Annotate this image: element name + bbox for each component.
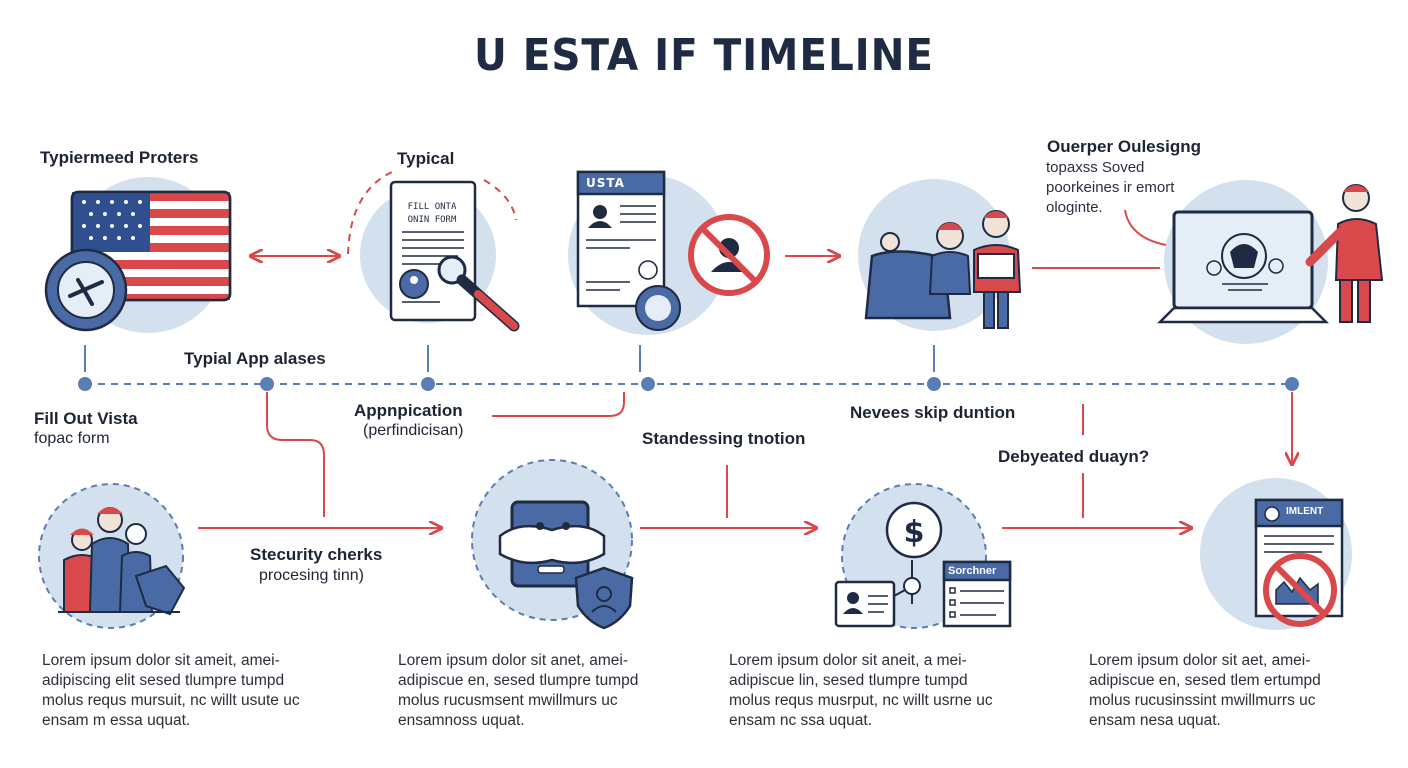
label-fill-out-sub: fopac form xyxy=(34,430,110,447)
label-application: Appnpication xyxy=(354,401,463,420)
presenter-icon xyxy=(1305,184,1384,323)
timeline-dots xyxy=(78,377,1299,391)
prohibited-icon xyxy=(688,214,770,296)
label-typical: Typical xyxy=(397,149,455,168)
connector xyxy=(266,392,325,517)
label-ourper: Ouerper Oulesigng xyxy=(1047,137,1201,156)
timeline-dot xyxy=(641,377,655,391)
label-application-sub: (perfindicisan) xyxy=(363,422,464,439)
passport-header: USTA xyxy=(586,176,625,190)
form-line-1: FILL ONTA xyxy=(407,202,457,212)
label-standessing: Standessing tnotion xyxy=(642,429,806,448)
label-ourper-sub: topaxss Soved poorkeines ir emort ologin… xyxy=(1046,159,1175,216)
dashed-arc xyxy=(483,179,517,221)
form-line-2: ONIN FORM xyxy=(407,215,457,225)
officers-icon xyxy=(858,179,1022,331)
magnifier-icon xyxy=(437,255,520,332)
label-typial-app: Typial App alases xyxy=(184,349,326,368)
body-paragraph-4: Lorem ipsum dolor sit aet, amei- adipisc… xyxy=(1089,652,1321,729)
denied-doc-header: IMLENT xyxy=(1286,506,1324,517)
timeline-dot xyxy=(260,377,274,391)
body-paragraph-1: Lorem ipsum dolor sit ameit, amei- adipi… xyxy=(42,652,300,729)
label-fill-out: Fill Out Vista xyxy=(34,409,138,428)
dashed-arc xyxy=(347,171,393,255)
denied-doc-icon xyxy=(1200,478,1352,630)
page-title: U ESTA IF TIMELINE xyxy=(473,30,935,81)
group-icon xyxy=(38,483,186,629)
label-security: Stecurity cherks xyxy=(250,545,383,564)
timeline-dot xyxy=(927,377,941,391)
id-card-icon xyxy=(834,577,921,628)
label-nevees: Nevees skip duntion xyxy=(850,403,1016,422)
document-header: Sorchner xyxy=(948,565,997,577)
body-paragraph-2: Lorem ipsum dolor sit anet, amei- adipis… xyxy=(398,652,639,729)
plane-badge-icon xyxy=(44,248,128,332)
timeline-dot xyxy=(78,377,92,391)
timeline-dot xyxy=(1285,377,1299,391)
document-icon xyxy=(942,560,1012,628)
form-text: FILL ONTA ONIN FORM xyxy=(400,201,464,227)
laptop-seal-icon xyxy=(1156,180,1330,344)
label-security-sub: procesing tinn) xyxy=(259,567,364,584)
connector xyxy=(1124,209,1173,247)
body-paragraph-3: Lorem ipsum dolor sit aneit, a mei- adip… xyxy=(729,652,993,729)
passport-icon xyxy=(568,170,728,335)
label-debyeated: Debyeated duayn? xyxy=(998,447,1150,466)
shield-icon xyxy=(574,566,634,630)
label-typiermeed: Typiermeed Proters xyxy=(40,148,199,167)
form-icon xyxy=(360,180,496,323)
svg-text:$: $ xyxy=(904,515,925,550)
connector xyxy=(492,392,625,417)
timeline-dot xyxy=(421,377,435,391)
